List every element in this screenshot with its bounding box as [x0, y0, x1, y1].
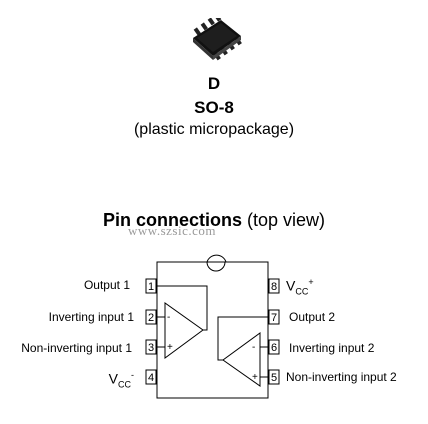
- package-description: (plastic micropackage): [133, 121, 295, 138]
- pin-connections-title-bold: Pin connections: [102, 210, 242, 230]
- ic-outline: [156, 261, 269, 399]
- pin-label-2: Inverting input 1: [48, 310, 134, 324]
- pin-number-7: 7: [271, 312, 277, 324]
- package-letter: D: [207, 74, 221, 93]
- ic-body: [157, 254, 227, 263]
- pin-label-8-sup: +: [308, 277, 314, 287]
- op-amp-2-minus: -: [252, 342, 255, 353]
- pin-number-4: 4: [148, 372, 154, 384]
- pin-connections-title-rest: (top view): [242, 210, 326, 230]
- pin-label-8-main: V: [286, 277, 296, 294]
- pin-box-5: [268, 369, 280, 385]
- so8-chip-icon: [193, 18, 242, 61]
- pin-label-4: VCC-: [109, 370, 134, 389]
- left-pin-boxes: [145, 278, 157, 385]
- pin-label-6: Inverting input 2: [289, 341, 375, 355]
- pin-connections-title: Pin connections (top view): [0, 210, 428, 231]
- pin-label-4-sub: CC: [118, 379, 131, 390]
- pin-box-4: [145, 369, 157, 385]
- watermark: www.szsic.com: [128, 223, 216, 238]
- pin-number-3: 3: [148, 342, 154, 354]
- pin-label-1: Output 1: [83, 278, 130, 292]
- pin-label-4-sup: -: [131, 370, 134, 380]
- op-amp-1: [157, 285, 208, 359]
- op-amp-1-plus: +: [167, 342, 173, 353]
- pin-box-8: [268, 278, 280, 294]
- pin-box-7: [268, 309, 280, 325]
- pin-label-8: VCC+: [286, 277, 314, 296]
- right-pin-boxes: [268, 278, 280, 385]
- pin-label-8-sub: CC: [295, 286, 309, 297]
- pin-label-7: Output 2: [289, 310, 336, 324]
- pin-box-3: [145, 339, 157, 355]
- pin-box-1: [145, 278, 157, 294]
- pin-box-6: [268, 339, 280, 355]
- pin-number-8: 8: [271, 281, 277, 293]
- pin-label-3: Non-inverting input 1: [21, 341, 132, 355]
- pin-number-1: 1: [148, 281, 154, 293]
- op-amp-2-plus: +: [252, 372, 258, 383]
- pin-number-5: 5: [271, 372, 277, 384]
- pin-label-5: Non-inverting input 2: [286, 370, 397, 384]
- pin-label-4-main: V: [108, 370, 118, 387]
- op-amp-1-minus: -: [167, 312, 170, 323]
- op-amp-2: [217, 316, 268, 387]
- pin-number-2: 2: [148, 312, 154, 324]
- package-name: SO-8: [194, 98, 234, 117]
- pin-number-6: 6: [271, 342, 277, 354]
- pin-box-2: [145, 309, 157, 325]
